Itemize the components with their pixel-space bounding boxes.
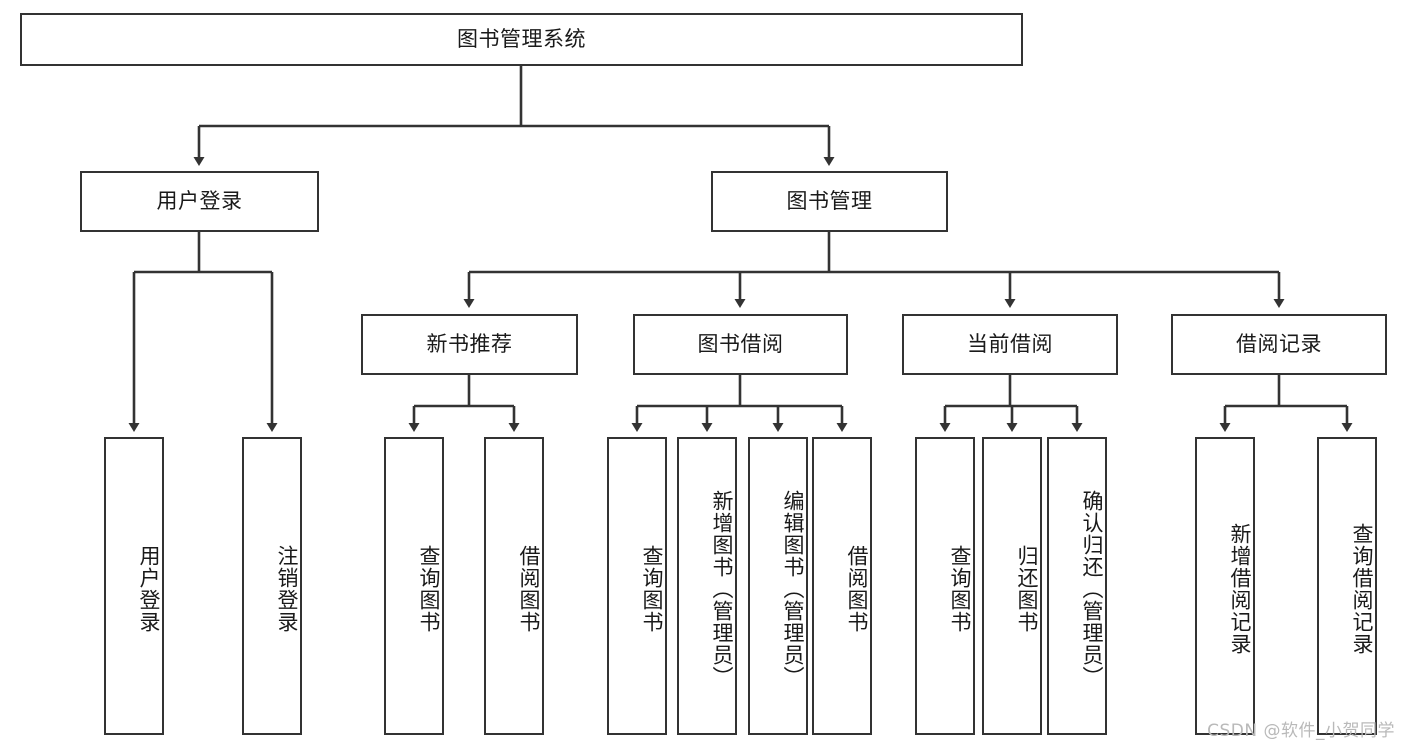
node-label: 图书借阅 [697, 331, 784, 356]
leaf-borrow-edit-book-admin[interactable]: 编辑图书（管理员） [748, 437, 808, 735]
leaf-record-add-record[interactable]: 新增借阅记录 [1195, 437, 1255, 735]
node-label: 当前借阅 [967, 331, 1053, 356]
leaf-borrow-add-book-admin[interactable]: 新增图书（管理员） [677, 437, 737, 735]
node-label: 新书推荐 [426, 331, 513, 356]
node-borrow-record[interactable]: 借阅记录 [1171, 314, 1387, 375]
node-book-management[interactable]: 图书管理 [711, 171, 948, 232]
node-label: 查询借阅记录 [1350, 523, 1374, 655]
node-label: 借阅图书 [845, 545, 869, 633]
node-label: 借阅图书 [517, 545, 541, 633]
node-new-book-recommend[interactable]: 新书推荐 [361, 314, 578, 375]
watermark: CSDN @软件_小贺同学 [1207, 721, 1395, 741]
node-label: 新增图书（管理员） [710, 490, 734, 688]
leaf-borrow-borrow-book[interactable]: 借阅图书 [812, 437, 872, 735]
node-label: 查询图书 [640, 545, 664, 633]
leaf-record-query-record[interactable]: 查询借阅记录 [1317, 437, 1377, 735]
leaf-recommend-borrow-book[interactable]: 借阅图书 [484, 437, 544, 735]
leaf-borrow-query-book[interactable]: 查询图书 [607, 437, 667, 735]
node-label: 图书管理系统 [457, 26, 586, 51]
node-label: 新增借阅记录 [1228, 523, 1252, 655]
node-label: 归还图书 [1015, 545, 1039, 633]
leaf-current-confirm-return-admin[interactable]: 确认归还（管理员） [1047, 437, 1107, 735]
node-label: 图书管理 [786, 188, 873, 213]
leaf-user-login-login[interactable]: 用户登录 [104, 437, 164, 735]
node-label: 编辑图书（管理员） [781, 490, 805, 688]
leaf-recommend-query-book[interactable]: 查询图书 [384, 437, 444, 735]
node-root-system[interactable]: 图书管理系统 [20, 13, 1023, 66]
node-book-borrow[interactable]: 图书借阅 [633, 314, 848, 375]
leaf-current-query-book[interactable]: 查询图书 [915, 437, 975, 735]
node-user-login[interactable]: 用户登录 [80, 171, 319, 232]
node-label: 查询图书 [417, 545, 441, 633]
node-label: 注销登录 [275, 545, 299, 633]
node-label: 借阅记录 [1236, 331, 1322, 356]
node-label: 确认归还（管理员） [1080, 490, 1104, 688]
leaf-current-return-book[interactable]: 归还图书 [982, 437, 1042, 735]
node-label: 查询图书 [948, 545, 972, 633]
node-current-borrow[interactable]: 当前借阅 [902, 314, 1118, 375]
node-label: 用户登录 [156, 188, 243, 213]
node-label: 用户登录 [137, 545, 161, 633]
leaf-user-login-logout[interactable]: 注销登录 [242, 437, 302, 735]
